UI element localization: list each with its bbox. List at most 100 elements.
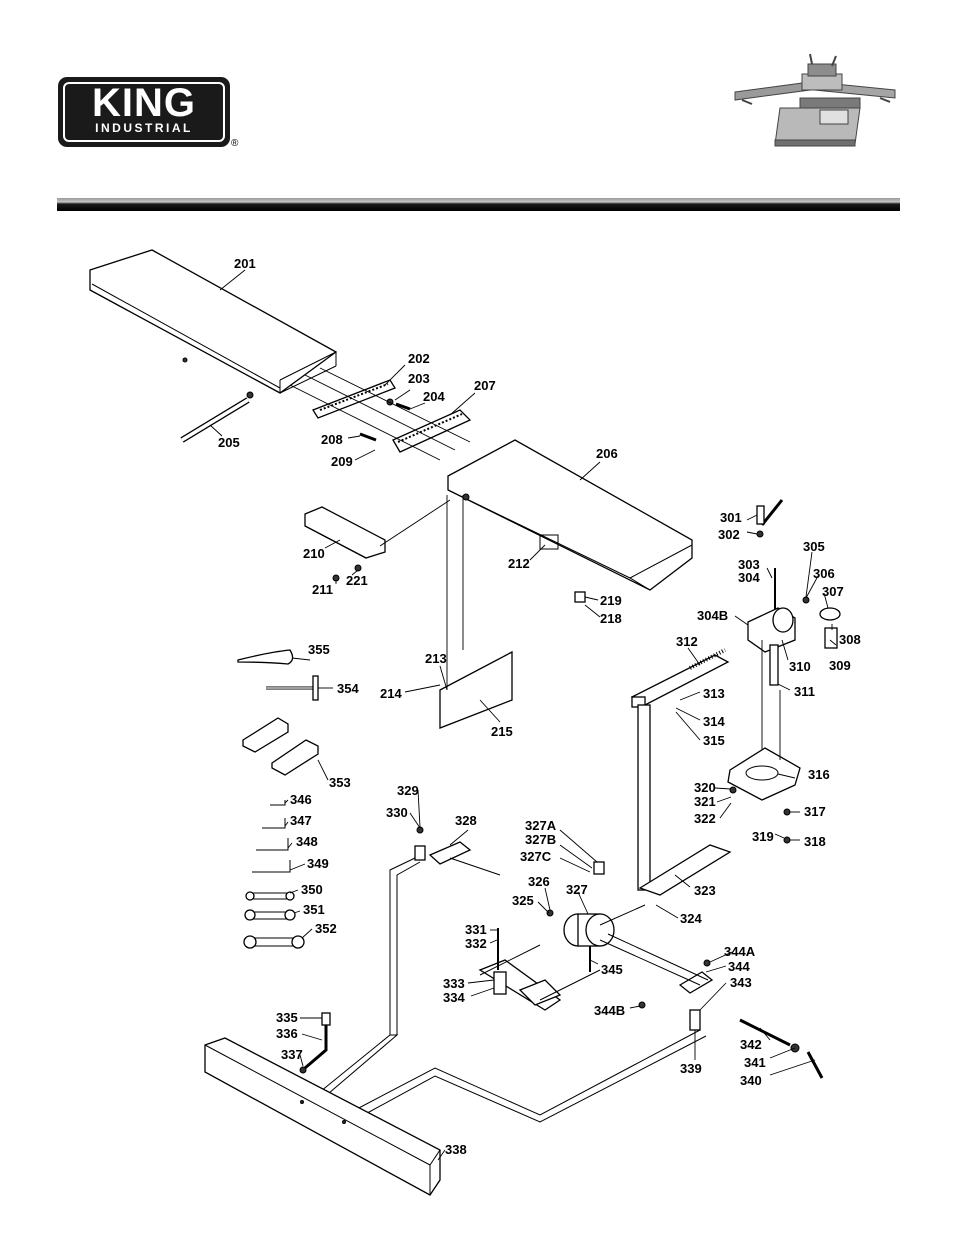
label-332: 332	[465, 936, 487, 951]
label-344B: 344B	[594, 1003, 625, 1018]
label-207: 207	[474, 378, 496, 393]
label-206: 206	[596, 446, 618, 461]
label-331: 331	[465, 922, 487, 937]
label-317: 317	[804, 804, 826, 819]
label-344: 344	[728, 959, 750, 974]
assembly-line-210	[379, 499, 451, 547]
label-219: 219	[600, 593, 622, 608]
lever-344	[638, 959, 824, 1079]
label-314: 314	[703, 714, 725, 729]
label-349: 349	[307, 856, 329, 871]
gib-207	[392, 409, 472, 453]
label-208: 208	[321, 432, 343, 447]
label-213: 213	[425, 651, 447, 666]
label-324: 324	[680, 911, 702, 926]
label-347: 347	[290, 813, 312, 828]
leader-lines	[209, 269, 837, 1161]
label-335: 335	[276, 1010, 298, 1025]
label-304B: 304B	[697, 608, 728, 623]
nut-203	[386, 398, 394, 406]
label-211: 211	[312, 582, 333, 597]
label-306: 306	[813, 566, 835, 581]
bracket-219	[574, 591, 586, 603]
stand-frame	[309, 857, 709, 1123]
label-351: 351	[303, 902, 325, 917]
clamp-333	[478, 928, 562, 1011]
label-308: 308	[839, 632, 861, 647]
outfeed-table	[447, 439, 693, 591]
label-210: 210	[303, 546, 325, 561]
part-labels: 201 202 203 204 205 206 207 208 209 210 …	[218, 256, 861, 1157]
label-323: 323	[694, 883, 716, 898]
label-348: 348	[296, 834, 318, 849]
bolt-208	[359, 432, 377, 442]
label-303: 303	[738, 557, 760, 572]
bolt-204	[395, 402, 411, 411]
label-212: 212	[508, 556, 530, 571]
label-337: 337	[281, 1047, 303, 1062]
label-311: 311	[794, 684, 815, 699]
label-352: 352	[315, 921, 337, 936]
label-315: 315	[703, 733, 725, 748]
cylinder-327	[546, 861, 615, 972]
label-345: 345	[601, 962, 623, 977]
tools-group	[237, 649, 319, 949]
label-316: 316	[808, 767, 830, 782]
king-industrial-logo: KING INDUSTRIAL	[58, 77, 230, 147]
label-221: 221	[346, 573, 368, 588]
label-310: 310	[789, 659, 811, 674]
label-313: 313	[703, 686, 725, 701]
label-204: 204	[423, 389, 445, 404]
label-340: 340	[740, 1073, 762, 1088]
label-201: 201	[234, 256, 256, 271]
fence-base-316	[727, 747, 801, 844]
label-319: 319	[752, 829, 774, 844]
label-320: 320	[694, 780, 716, 795]
label-342: 342	[740, 1037, 762, 1052]
label-214: 214	[380, 686, 402, 701]
label-334: 334	[443, 990, 465, 1005]
table-rod	[180, 397, 250, 443]
label-338: 338	[445, 1142, 467, 1157]
bolt-221	[354, 564, 362, 572]
label-202: 202	[408, 351, 430, 366]
label-321: 321	[694, 794, 716, 809]
label-350: 350	[301, 882, 323, 897]
logo-brand-word: KING	[92, 81, 196, 125]
lever-328	[414, 826, 472, 865]
logo-border	[63, 82, 225, 142]
label-209: 209	[331, 454, 353, 469]
label-215: 215	[491, 724, 513, 739]
logo-brand-sub: INDUSTRIAL	[95, 121, 193, 135]
header-rule	[57, 198, 900, 211]
label-218: 218	[600, 611, 622, 626]
label-355: 355	[308, 642, 330, 657]
label-203: 203	[408, 371, 430, 386]
label-328: 328	[455, 813, 477, 828]
label-304: 304	[738, 570, 760, 585]
label-318: 318	[804, 834, 826, 849]
fence-bracket-assembly	[747, 499, 841, 686]
label-327B: 327B	[525, 832, 556, 847]
label-336: 336	[276, 1026, 298, 1041]
label-322: 322	[694, 811, 716, 826]
base-rail-338	[204, 1037, 441, 1196]
label-301: 301	[720, 510, 742, 525]
label-302: 302	[718, 527, 740, 542]
label-325: 325	[512, 893, 534, 908]
label-305: 305	[803, 539, 825, 554]
infeed-table	[89, 249, 338, 399]
fence-support-312	[630, 648, 730, 891]
plate-323	[638, 844, 732, 896]
jointer-machine-thumbnail	[734, 53, 896, 147]
label-205: 205	[218, 435, 240, 450]
label-344A: 344A	[724, 944, 756, 959]
label-343: 343	[730, 975, 752, 990]
label-327: 327	[566, 882, 588, 897]
label-341: 341	[744, 1055, 766, 1070]
label-330: 330	[386, 805, 408, 820]
label-327A: 327A	[525, 818, 557, 833]
plate-215	[439, 650, 513, 729]
label-309: 309	[829, 658, 851, 673]
label-339: 339	[680, 1061, 702, 1076]
